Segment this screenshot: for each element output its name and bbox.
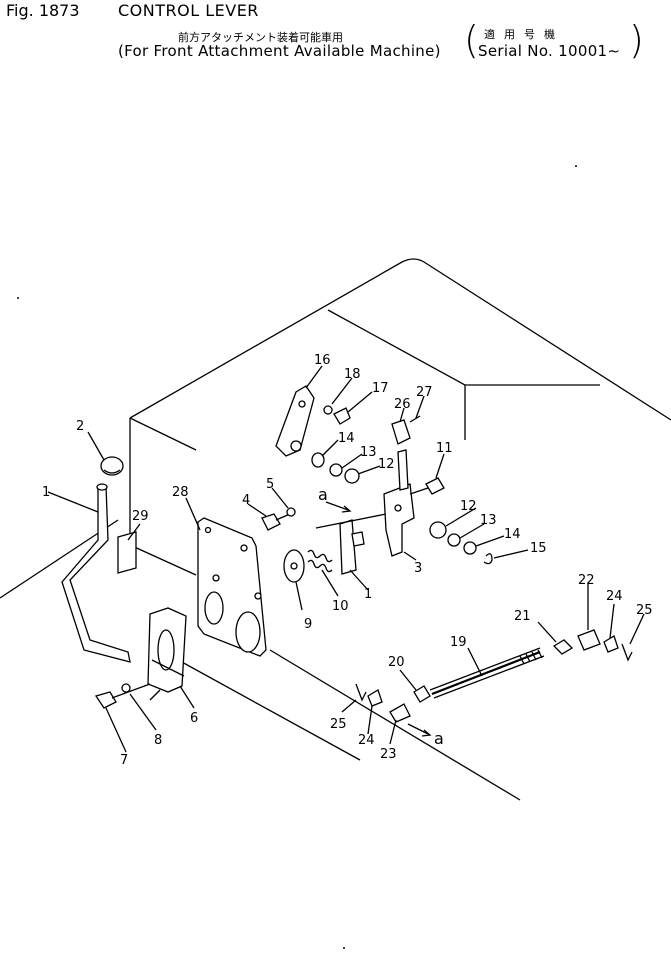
reference-arrow-upper (325, 501, 352, 513)
callout-27: 27 (416, 385, 433, 400)
callout-11: 11 (436, 441, 453, 456)
part-18-washer (323, 405, 333, 415)
part-12-bushing-lower (429, 521, 447, 539)
callout-12-upper: 12 (378, 457, 395, 472)
part-15-clip (483, 553, 493, 565)
callout-20: 20 (388, 655, 405, 670)
callout-18: 18 (344, 367, 361, 382)
callout-16: 16 (314, 353, 331, 368)
part-29-label-plate (117, 531, 137, 574)
callout-13-lower: 13 (480, 513, 497, 528)
callout-15: 15 (530, 541, 547, 556)
part-6-bracket (147, 607, 187, 693)
callout-14-upper: 14 (338, 431, 355, 446)
callout-21: 21 (514, 609, 531, 624)
part-11-nut (409, 477, 445, 495)
callout-28: 28 (172, 485, 189, 500)
leader-lines (47, 365, 645, 753)
callout-3: 3 (414, 561, 422, 576)
part-2-knob (100, 456, 124, 476)
callout-7: 7 (120, 753, 128, 768)
part-14-washer-upper (311, 452, 325, 468)
subtitle-english: (For Front Attachment Available Machine) (118, 42, 441, 60)
part-17-bolt (333, 407, 351, 425)
callout-5: 5 (266, 477, 274, 492)
scan-specks (17, 165, 577, 949)
callout-25-left: 25 (330, 717, 347, 732)
callout-19: 19 (450, 635, 467, 650)
reference-a-lower: a (434, 729, 444, 748)
part-25-pin-right (621, 643, 633, 662)
serial-number: Serial No. 10001∼ (478, 42, 621, 60)
part-16-lever-plate (275, 385, 315, 457)
callout-6: 6 (190, 711, 198, 726)
callout-29: 29 (132, 509, 149, 524)
callout-13-upper: 13 (360, 445, 377, 460)
part-13-washer-upper (329, 463, 343, 477)
figure-title: CONTROL LEVER (118, 1, 259, 20)
part-24-nut-left (367, 689, 383, 707)
part-23-clevis (389, 703, 411, 723)
callout-22: 22 (578, 573, 595, 588)
part-25-pin-left (355, 683, 367, 702)
part-8-washer (121, 683, 131, 693)
part-14-washer-lower (463, 541, 477, 555)
callout-25-right: 25 (636, 603, 653, 618)
callout-1-lever: 1 (42, 485, 50, 500)
part-4-bolt (261, 513, 291, 531)
callout-26: 26 (394, 397, 411, 412)
reference-a-upper: a (318, 485, 328, 504)
figure-number: Fig. 1873 (6, 1, 80, 20)
part-1-lever-rod (61, 483, 131, 663)
subtitle-japanese: 前方アタッチメント装着可能車用 (178, 31, 343, 44)
part-12-bushing-upper (344, 468, 360, 484)
part-19-threaded-rod (429, 647, 545, 699)
reference-arrow-lower (407, 723, 432, 737)
callout-24-left: 24 (358, 733, 375, 748)
callout-9: 9 (304, 617, 312, 632)
part-20-nut (413, 685, 431, 703)
callout-2: 2 (76, 419, 84, 434)
part-9-disc (283, 549, 305, 583)
callout-14-lower: 14 (504, 527, 521, 542)
part-5-washer (286, 507, 296, 517)
part-28-mounting-plate (197, 517, 267, 657)
callout-4: 4 (242, 493, 250, 508)
callout-23: 23 (380, 747, 397, 762)
part-22-clevis (577, 629, 601, 651)
part-24-nut-right (603, 635, 619, 653)
part-26-pin (391, 419, 411, 445)
callout-12-lower: 12 (460, 499, 477, 514)
callout-24-right: 24 (606, 589, 623, 604)
callout-8: 8 (154, 733, 162, 748)
part-21-nut (552, 639, 574, 655)
callout-10: 10 (332, 599, 349, 614)
serial-bracket-right: ) (629, 18, 644, 62)
callout-17: 17 (372, 381, 389, 396)
part-1-shaft-bracket (315, 513, 387, 575)
part-7-bolt (94, 683, 151, 709)
callout-1-bracket: 1 (364, 587, 372, 602)
serial-label-japanese: 適用号機 (484, 28, 564, 41)
serial-bracket-left: ( (464, 18, 479, 62)
part-27-clip (409, 415, 421, 423)
part-13-washer-lower (447, 533, 461, 547)
part-10-spring (307, 549, 333, 573)
part-3-lever-arm (383, 449, 415, 557)
